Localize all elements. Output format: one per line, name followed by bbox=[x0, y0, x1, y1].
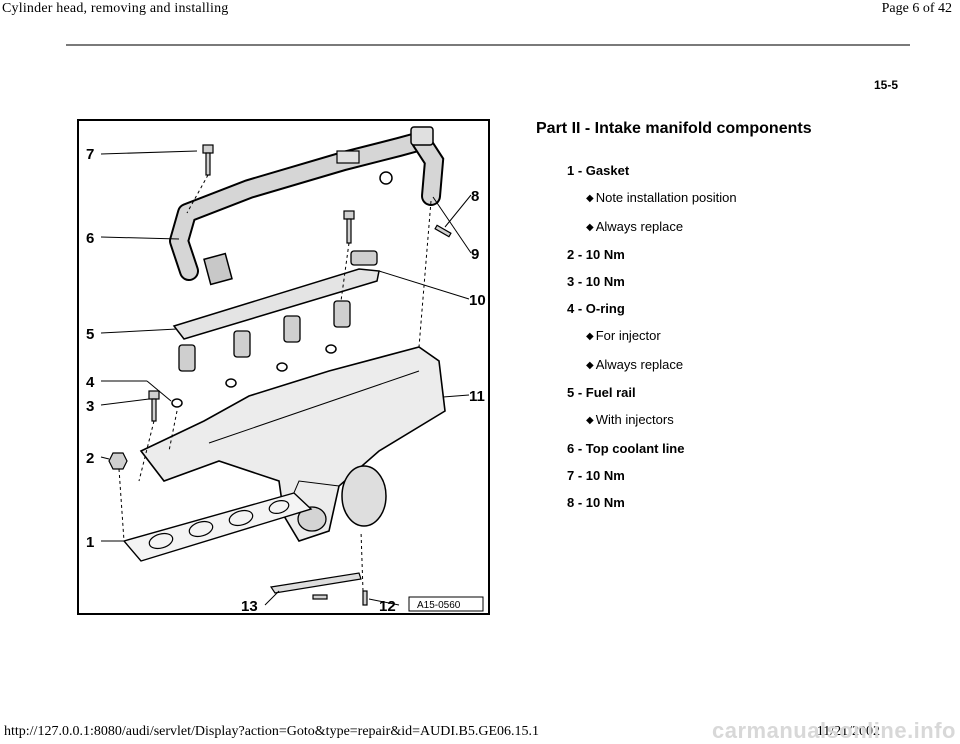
diamond-bullet-icon: ◆ bbox=[586, 330, 594, 342]
document-title: Cylinder head, removing and installing bbox=[2, 1, 229, 16]
callout-12: 12 bbox=[379, 598, 396, 613]
figure-code-box bbox=[408, 596, 484, 612]
component-item: 2 - 10 Nm bbox=[567, 247, 625, 263]
diamond-bullet-icon: ◆ bbox=[586, 359, 594, 371]
note-text: For injector bbox=[595, 327, 661, 343]
callout-2: 2 bbox=[86, 450, 94, 467]
component-item: 1 - Gasket bbox=[567, 163, 630, 178]
callout-5: 5 bbox=[86, 326, 94, 343]
component-item: 5 - Fuel rail bbox=[567, 385, 636, 401]
callout-7: 7 bbox=[86, 146, 94, 163]
diamond-bullet-icon: ◆ bbox=[586, 192, 594, 204]
callout-13: 13 bbox=[241, 598, 258, 613]
note-text: Always replace bbox=[595, 218, 684, 234]
callout-11: 11 bbox=[469, 388, 485, 405]
callout-9: 9 bbox=[471, 246, 479, 263]
component-note: ◆For injector bbox=[567, 323, 737, 352]
component-list: 1 - Gasket◆Note installation position◆Al… bbox=[567, 158, 737, 516]
page-counter: Page 6 of 42 bbox=[881, 1, 952, 16]
figure-code: A15-0560 bbox=[417, 600, 461, 611]
component-note: ◆With injectors bbox=[567, 407, 737, 436]
note-text: Note installation position bbox=[595, 189, 737, 205]
callout-6: 6 bbox=[86, 230, 94, 247]
footer-url: http://127.0.0.1:8080/audi/servlet/Displ… bbox=[4, 724, 539, 739]
intake-manifold-diagram: 7 6 5 4 3 2 1 8 9 10 11 12 13 A15-0560 bbox=[77, 119, 490, 615]
component-note: ◆Always replace bbox=[567, 352, 737, 381]
component-item: 4 - O-ring bbox=[567, 300, 625, 316]
component-item: 6 - Top coolant line bbox=[567, 440, 685, 456]
footer-date: 11/21/2002 bbox=[816, 724, 880, 739]
callout-10: 10 bbox=[469, 292, 486, 309]
callout-3: 3 bbox=[86, 398, 94, 415]
callout-4: 4 bbox=[86, 374, 95, 391]
section-title: Part II - Intake manifold components bbox=[536, 120, 812, 137]
component-item: 7 - 10 Nm bbox=[567, 467, 625, 483]
section-page-number: 15-5 bbox=[873, 78, 898, 92]
component-note: ◆Note installation position bbox=[567, 185, 737, 214]
component-item: 3 - 10 Nm bbox=[567, 274, 625, 290]
diamond-bullet-icon: ◆ bbox=[586, 415, 594, 427]
diamond-bullet-icon: ◆ bbox=[586, 221, 594, 233]
component-note: ◆Always replace bbox=[567, 214, 737, 243]
watermark-logo: carmanualsonline.info bbox=[712, 718, 956, 743]
component-item: 8 - 10 Nm bbox=[567, 494, 625, 510]
exploded-view-drawing: 7 6 5 4 3 2 1 8 9 10 11 12 13 A15-0560 bbox=[86, 126, 486, 613]
note-text: With injectors bbox=[595, 412, 674, 428]
callout-1: 1 bbox=[86, 534, 94, 551]
note-text: Always replace bbox=[595, 356, 684, 372]
callout-8: 8 bbox=[471, 188, 479, 205]
header-divider bbox=[66, 44, 910, 46]
